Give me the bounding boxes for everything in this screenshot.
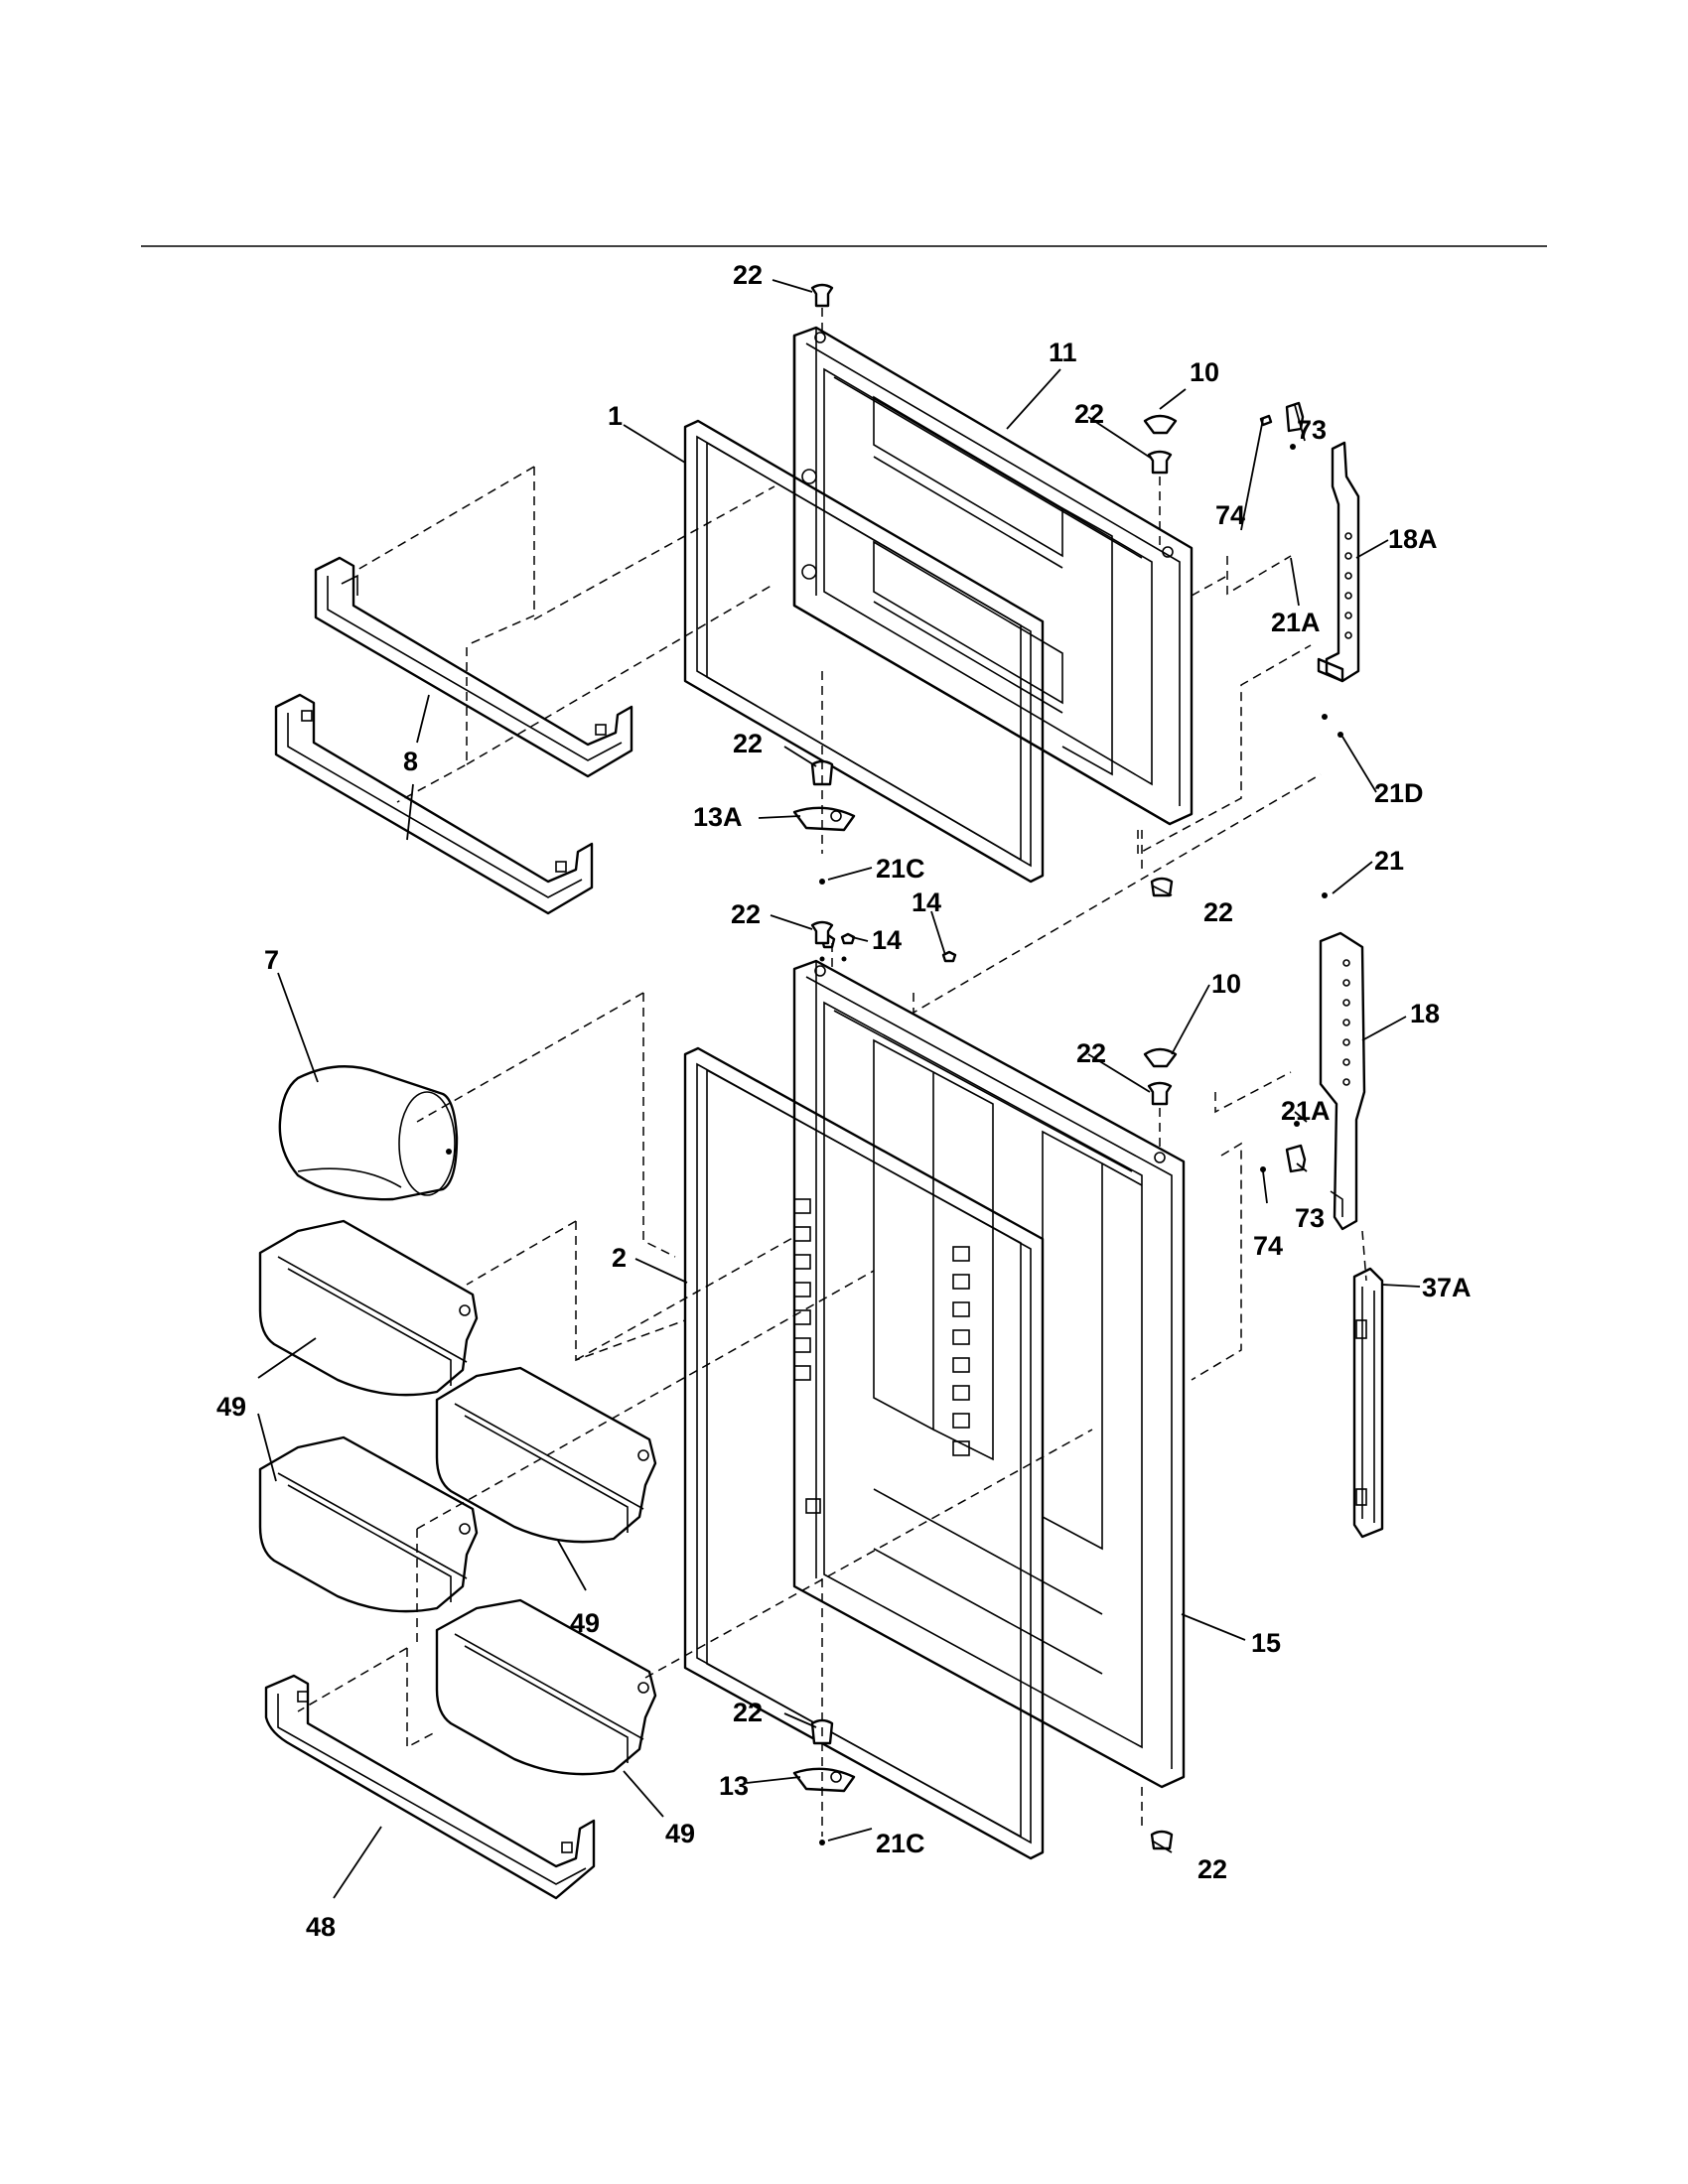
- callout-10-upper: 10: [1190, 357, 1219, 387]
- freezer-shelf-lower: [274, 693, 594, 915]
- freezer-shelf-upper: [314, 556, 633, 778]
- door-bin-49-c: [258, 1435, 479, 1613]
- freezer-door-gasket: [683, 419, 1045, 884]
- freezer-top-screw: [810, 283, 834, 308]
- callout-22-lower-hinge: 22: [1076, 1038, 1106, 1068]
- callout-74-lower: 74: [1253, 1231, 1283, 1261]
- callout-10-lower: 10: [1211, 969, 1241, 999]
- door-bin-49-d: [435, 1598, 657, 1776]
- callout-21: 21: [1374, 846, 1404, 876]
- callout-73-lower: 73: [1295, 1203, 1325, 1233]
- freezer-hinge-18A: [1317, 441, 1360, 683]
- callout-1: 1: [608, 401, 623, 431]
- callout-73-upper: 73: [1297, 415, 1327, 445]
- callout-37A: 37A: [1422, 1273, 1472, 1302]
- callout-14-a: 14: [912, 887, 941, 917]
- callout-8: 8: [403, 747, 418, 776]
- callout-2: 2: [612, 1243, 627, 1273]
- callout-11: 11: [1049, 338, 1077, 367]
- callout-labels: 22 11 10 22 73 1 74 18A 21A 8 22 13A 21C…: [216, 260, 1472, 1942]
- liner-shelf-supports: [793, 1198, 970, 1514]
- callout-48: 48: [306, 1912, 336, 1942]
- callout-22-top: 22: [733, 260, 763, 290]
- small-screws-upper: [1259, 414, 1343, 738]
- callout-13: 13: [719, 1771, 749, 1801]
- fresh-food-hinge-18: [1319, 931, 1366, 1231]
- callout-21C-lower: 21C: [876, 1829, 925, 1858]
- fresh-food-outer-door: [792, 959, 1186, 1789]
- callout-13A: 13A: [693, 802, 743, 832]
- dairy-compartment-7: [278, 1065, 459, 1201]
- callout-21C-upper: 21C: [876, 854, 925, 884]
- fresh-food-top-screw: [810, 920, 834, 945]
- callout-15: 15: [1251, 1628, 1281, 1658]
- leader-lines: [257, 279, 1421, 1899]
- callout-49-a: 49: [216, 1392, 246, 1422]
- callout-18A: 18A: [1388, 524, 1438, 554]
- callout-49-c: 49: [665, 1819, 695, 1848]
- callout-22-upper-hinge: 22: [1074, 399, 1104, 429]
- callout-22-lower-right: 22: [1197, 1854, 1227, 1884]
- callout-22-upper-bottom: 22: [733, 729, 763, 758]
- fresh-food-door-assembly: [683, 959, 1186, 1860]
- callout-22-lower-bottom: 22: [733, 1698, 763, 1727]
- door-shelf-48: [264, 1674, 596, 1900]
- callout-21A-lower: 21A: [1281, 1096, 1331, 1126]
- callout-21A-upper: 21A: [1271, 608, 1321, 637]
- freezer-outer-door: [792, 326, 1194, 826]
- fresh-food-door-gasket: [683, 1046, 1045, 1860]
- fresh-food-bottom-bushing: [792, 1718, 856, 1845]
- freezer-hinge-bushing: [1143, 414, 1178, 475]
- hinge-cover-37A: [1352, 1267, 1384, 1539]
- callout-18: 18: [1410, 999, 1440, 1028]
- fresh-food-hinge-clip-73: [1285, 1144, 1307, 1173]
- callout-21D: 21D: [1374, 778, 1424, 808]
- callout-22-upper-right: 22: [1203, 897, 1233, 927]
- fresh-food-hinge-bushing: [1143, 1047, 1178, 1106]
- callout-7: 7: [264, 945, 279, 975]
- freezer-hinge-clip-73: [1285, 401, 1305, 433]
- callout-14-b: 14: [872, 925, 902, 955]
- door-bin-49-a: [258, 1219, 479, 1397]
- assembly-dashed-lines: [297, 308, 1367, 1837]
- small-screws-lower: [819, 892, 1328, 1172]
- freezer-door-assembly: [683, 326, 1194, 884]
- callout-22-lower-top: 22: [731, 899, 761, 929]
- callout-74-upper: 74: [1215, 500, 1245, 530]
- freezer-right-bushing: [1150, 877, 1174, 897]
- door-bin-49-b: [435, 1366, 657, 1544]
- freezer-bottom-bushing: [792, 759, 856, 885]
- callout-49-b: 49: [570, 1608, 600, 1638]
